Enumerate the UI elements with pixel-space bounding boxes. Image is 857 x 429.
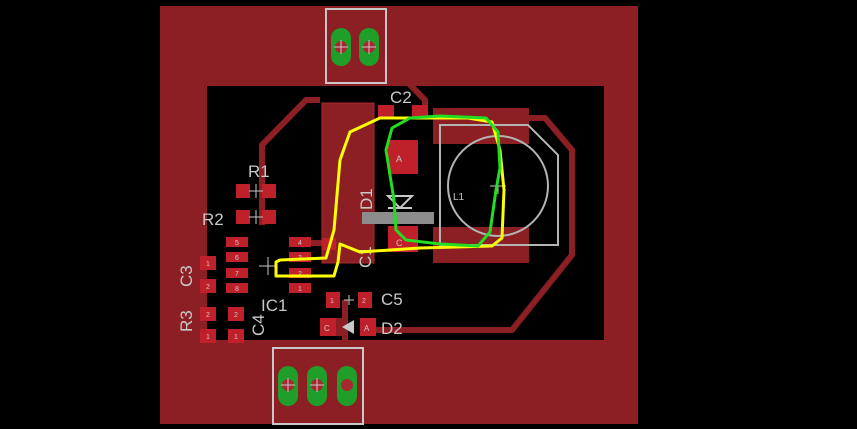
label-cathode-d2: C [324, 324, 330, 333]
label-c5: C5 [381, 290, 403, 309]
trace-left-loop [259, 97, 320, 225]
c5-pin-1: 1 [330, 298, 334, 305]
c4-pin-2: 2 [234, 312, 238, 319]
label-d2: D2 [381, 319, 403, 338]
connector-bottom [272, 347, 364, 425]
label-ic1: IC1 [261, 296, 287, 315]
label-c4: C4 [249, 314, 268, 336]
yellow-current-loop [274, 116, 506, 278]
label-c3: C3 [177, 265, 196, 287]
label-l1: L1 [453, 192, 465, 203]
label-r1: R1 [248, 162, 270, 181]
c5-pin-2: 2 [362, 298, 366, 305]
traces [259, 43, 575, 340]
ic1-pin-4: 4 [298, 240, 302, 247]
green-current-loop [384, 114, 502, 248]
capacitor-c4: 2 1 [228, 307, 244, 343]
c3-pin-1: 1 [206, 261, 210, 268]
label-d1: D1 [357, 188, 376, 210]
ic1-pin-5: 5 [235, 240, 239, 247]
label-c1: C1 [356, 246, 375, 268]
r3-pin-2: 2 [206, 312, 210, 319]
resistor-r1 [236, 184, 276, 198]
resistor-r2 [236, 210, 276, 224]
ic1-pin-6: 6 [235, 255, 239, 262]
c3-pin-2: 2 [206, 284, 210, 291]
trace-right-loop [360, 115, 575, 333]
label-r3: R3 [177, 310, 196, 332]
resistor-r3: 2 1 [200, 307, 216, 343]
ic1-pin-7: 7 [235, 271, 239, 278]
ic1-footprint: 5 6 7 8 4 3 2 1 [226, 237, 311, 293]
diode-pad-anode [388, 140, 418, 174]
r3-pin-1: 1 [206, 334, 210, 341]
label-anode-d2: A [364, 324, 370, 333]
copper-ground-pour [160, 6, 638, 424]
label-c2: C2 [390, 88, 412, 107]
label-r2: R2 [202, 210, 224, 229]
c2-pad-2 [412, 105, 428, 119]
capacitor-c5: 1 2 [326, 292, 372, 308]
ic1-pin-8: 8 [235, 286, 239, 293]
connector-top [325, 8, 387, 84]
capacitor-c3: 1 2 [200, 256, 216, 293]
ic1-pin-1: 1 [298, 286, 302, 293]
label-anode-d1: A [396, 154, 402, 164]
diode-d2: C A [320, 318, 376, 336]
diode-body [362, 212, 434, 224]
c2-pad-1 [378, 105, 394, 119]
c4-pin-1: 1 [234, 334, 238, 341]
label-cathode-d1: C [396, 238, 403, 248]
